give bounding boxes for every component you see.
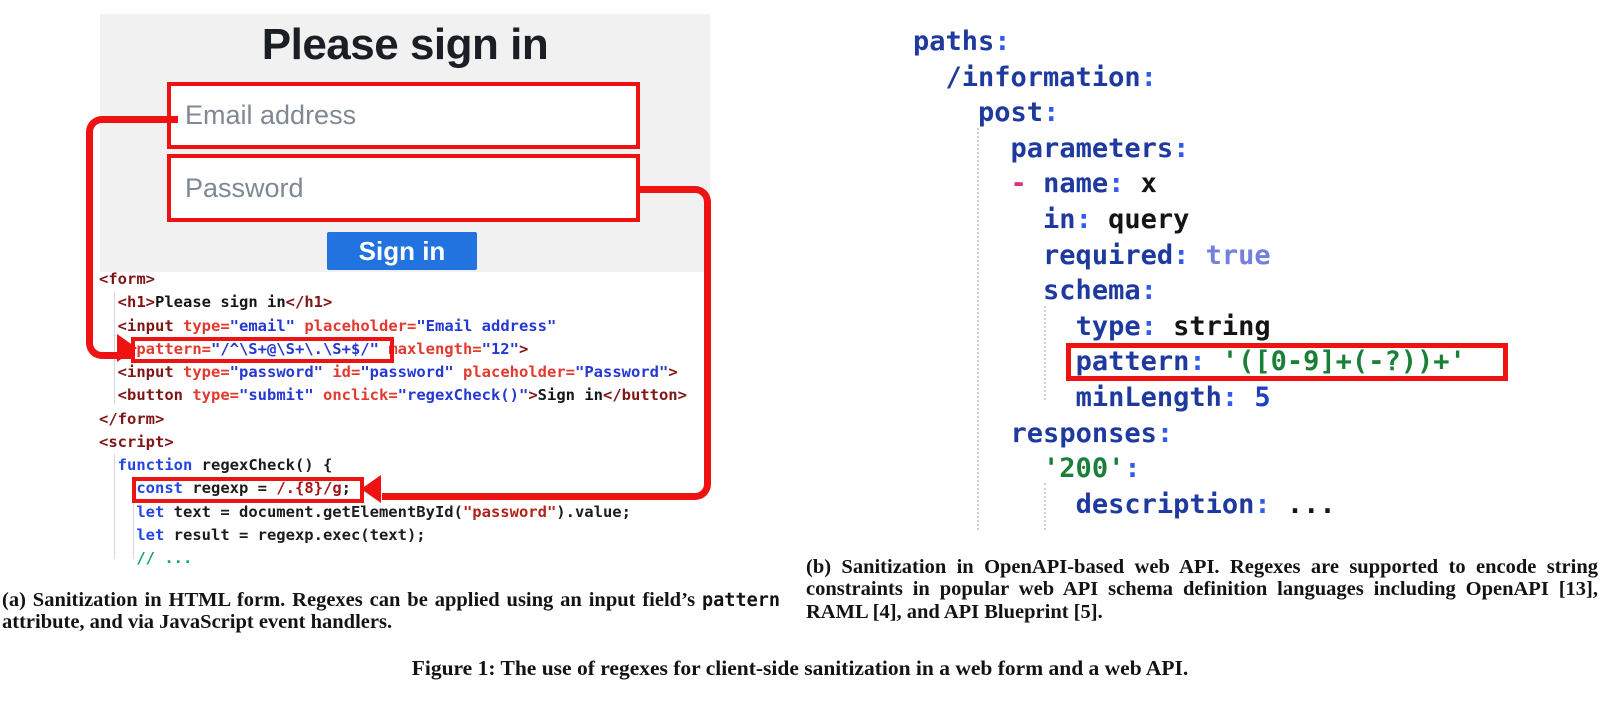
- indent-guide: [114, 454, 115, 559]
- figure-caption: Figure 1: The use of regexes for client-…: [411, 656, 1189, 680]
- indent-guide: [114, 291, 115, 404]
- code-line: minLength: 5: [1075, 381, 1271, 413]
- pattern-attribute-highlight-box: [131, 337, 394, 363]
- code-line: <form>: [99, 270, 155, 288]
- html-code-block: <form> <h1>Please sign in</h1> <input ty…: [99, 268, 687, 570]
- annotation-connector-password-to-regex: [382, 340, 711, 500]
- password-input[interactable]: [167, 154, 640, 222]
- arrow-left-icon: [361, 475, 381, 503]
- indent-guide: [1044, 306, 1046, 400]
- code-line: <script>: [99, 432, 174, 451]
- code-line: post:: [978, 97, 1060, 129]
- code-line: responses:: [1010, 417, 1174, 449]
- yaml-code-block: paths: /information: post: parameters: -…: [913, 24, 1466, 522]
- code-line: required: true: [1043, 239, 1271, 271]
- subcaption-a-pattern-word: pattern: [702, 590, 780, 611]
- code-line: paths:: [913, 26, 1011, 57]
- code-line: // ...: [136, 549, 193, 567]
- code-line: /information:: [945, 61, 1157, 93]
- subcaption-a: (a) Sanitization in HTML form. Regexes c…: [2, 589, 780, 634]
- code-line: function regexCheck() {: [117, 456, 333, 474]
- annotation-connector-email-to-pattern: [86, 116, 178, 243]
- code-line: <input type="email" placeholder="Email a…: [117, 316, 557, 335]
- indent-guide: [133, 477, 134, 559]
- code-line: <input type="password" id="password" pla…: [117, 363, 678, 381]
- indent-guide: [1044, 483, 1046, 530]
- code-line: type: string: [1075, 310, 1271, 342]
- email-input[interactable]: [167, 82, 640, 149]
- code-line: </form>: [99, 409, 165, 428]
- const-regexp-highlight-box: [132, 477, 364, 503]
- code-line: <button type="submit" onclick="regexChec…: [117, 386, 687, 405]
- code-line: let text = document.getElementById("pass…: [136, 502, 631, 521]
- annotation-connector-password-to-regex: [640, 186, 711, 353]
- signin-heading: Please sign in: [261, 20, 549, 69]
- signin-button[interactable]: Sign in: [327, 232, 477, 270]
- indent-guide: [977, 128, 979, 530]
- code-line: let result = regexp.exec(text);: [136, 525, 426, 544]
- code-line: schema:: [1043, 275, 1157, 307]
- annotation-connector-email-to-pattern: [86, 230, 133, 359]
- code-line: pattern: '([0-9]+(-?))+': [1075, 346, 1466, 378]
- code-line: - name: x: [1010, 168, 1157, 200]
- code-line: const regexp = /.{8}/g;: [136, 479, 351, 498]
- subcaption-a-text: attribute, and via JavaScript event hand…: [2, 610, 393, 633]
- subcaption-b: (b) Sanitization in OpenAPI-based web AP…: [806, 556, 1598, 623]
- code-line: description: ...: [1075, 488, 1336, 520]
- code-line: pattern="/^\S+@\S+\.\S+$/" maxlength="12…: [136, 339, 529, 358]
- code-line: '200':: [1043, 453, 1141, 485]
- code-line: in: query: [1043, 203, 1190, 235]
- subcaption-a-text: (a) Sanitization in HTML form. Regexes c…: [2, 589, 703, 611]
- code-line: <h1>Please sign in</h1>: [117, 293, 333, 312]
- yaml-pattern-highlight-box: [1066, 343, 1508, 381]
- code-line: parameters:: [1010, 132, 1190, 164]
